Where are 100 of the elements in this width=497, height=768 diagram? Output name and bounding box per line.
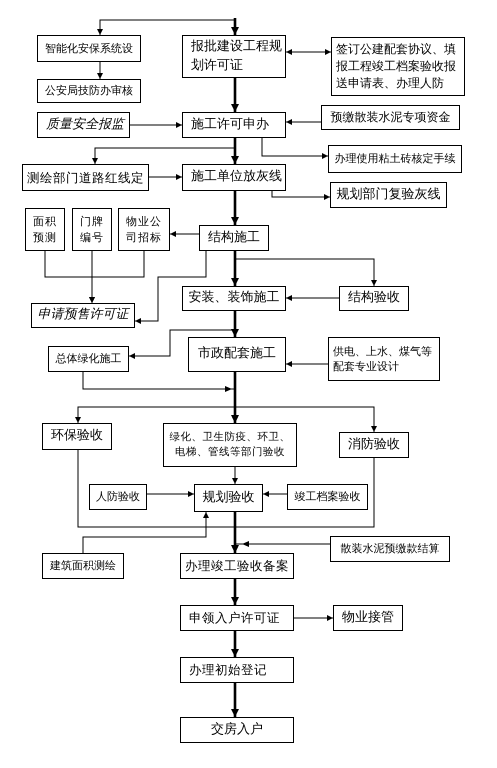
arrow	[232, 541, 330, 554]
arrow	[130, 122, 182, 128]
box-label: 供电、上水、煤气等配套专业设计	[333, 344, 433, 374]
process-box	[333, 605, 403, 631]
box-label: 消防验收	[348, 436, 400, 454]
arrow	[231, 138, 239, 164]
box-label: 建筑面积测绘	[50, 558, 116, 574]
process-box	[180, 553, 294, 579]
box-label: 绿化、卫生防疫、环卫、电梯、管线等部门验收	[168, 430, 292, 460]
process-box	[199, 225, 269, 251]
process-box	[182, 35, 286, 78]
box-label: 竣工档案验收	[294, 489, 360, 505]
process-box	[31, 303, 135, 328]
box-label: 施工许可申办	[191, 116, 269, 134]
arrow	[294, 615, 334, 621]
box-label: 办理使用粘土砖核定手续	[334, 151, 456, 167]
process-box	[180, 717, 294, 743]
arrow	[148, 174, 182, 180]
process-box	[182, 286, 286, 311]
box-label: 规划部门复验灰线	[336, 186, 440, 204]
process-box	[182, 164, 286, 191]
arrow	[231, 78, 239, 112]
arrow	[231, 251, 239, 286]
box-label: 报批建设工程规划许可证	[191, 38, 283, 74]
box-label: 办理竣工验收备案	[185, 557, 289, 575]
arrow	[232, 466, 238, 484]
box-label: 散装水泥预缴款结算	[340, 541, 440, 557]
process-box	[182, 112, 286, 138]
process-box	[37, 79, 141, 103]
arrow	[234, 250, 377, 286]
box-label: 门牌编号	[80, 214, 104, 245]
box-label: 施工单位放灰线	[191, 168, 282, 186]
box-label: 物业接管	[342, 608, 394, 627]
arrow	[231, 579, 239, 605]
process-box	[331, 37, 465, 96]
arrow	[231, 631, 239, 657]
arrow	[82, 512, 209, 554]
process-box	[330, 536, 450, 562]
box-label: 物业公司招标	[126, 214, 162, 245]
process-box	[163, 423, 297, 467]
process-box	[42, 553, 124, 579]
box-label: 公安局技防办审核	[45, 83, 133, 99]
arrow	[97, 62, 103, 80]
box-label: 签订公建配套协议、填报工程竣工档案验收报送申请表、办理人防	[336, 41, 457, 92]
process-box	[48, 346, 129, 372]
arrow	[286, 119, 322, 125]
process-box	[89, 484, 147, 510]
process-box	[118, 208, 170, 251]
box-label: 安装、装饰施工	[188, 289, 280, 308]
process-box	[339, 432, 409, 458]
box-label: 质量安全报监	[46, 116, 124, 134]
process-box	[25, 208, 65, 251]
arrow	[231, 683, 239, 717]
process-box	[321, 105, 460, 130]
process-box	[37, 35, 141, 62]
arrow	[286, 361, 328, 367]
arrow	[262, 491, 288, 497]
box-label: 测绘部门道路红线定	[27, 168, 144, 186]
box-label: 办理初始登记	[189, 661, 267, 679]
box-label: 总体绿化施工	[56, 351, 122, 367]
process-box	[72, 208, 112, 251]
box-label: 申请预售许可证	[38, 306, 128, 324]
process-box	[22, 164, 149, 191]
arrow	[97, 20, 236, 36]
process-box	[328, 145, 462, 173]
arrow	[170, 231, 200, 237]
arrow	[231, 372, 239, 423]
arrow	[89, 250, 144, 304]
arrow	[231, 311, 239, 337]
arrow	[231, 191, 239, 225]
arrow	[231, 18, 239, 35]
process-box	[42, 423, 112, 450]
process-box	[180, 605, 294, 631]
process-box	[330, 182, 447, 208]
process-box	[287, 484, 368, 510]
box-label: 环保验收	[51, 427, 103, 446]
box-label: 智能化安保系统设	[45, 40, 133, 56]
box-label: 结构施工	[208, 228, 260, 247]
arrow	[231, 512, 239, 553]
double-arrow	[286, 49, 332, 55]
box-label: 市政配套施工	[198, 345, 276, 364]
process-box	[37, 112, 130, 138]
arrow	[234, 372, 377, 432]
box-label: 人防验收	[96, 489, 140, 505]
arrow	[134, 250, 206, 324]
arrow	[272, 190, 330, 200]
arrow	[262, 138, 328, 159]
process-box	[328, 337, 440, 381]
box-label: 规划验收	[202, 488, 254, 507]
box-label: 交房入户	[211, 720, 263, 739]
box-label: 结构验收	[348, 289, 400, 308]
process-box	[339, 286, 409, 311]
box-label: 申领入户许可证	[189, 609, 280, 627]
box-label: 面积预测	[33, 214, 57, 245]
process-box	[188, 337, 286, 372]
connector-line	[78, 450, 374, 528]
box-label: 预缴散装水泥专项资金	[330, 109, 450, 126]
process-box	[180, 657, 294, 683]
arrow	[146, 491, 194, 497]
process-box	[194, 484, 263, 512]
